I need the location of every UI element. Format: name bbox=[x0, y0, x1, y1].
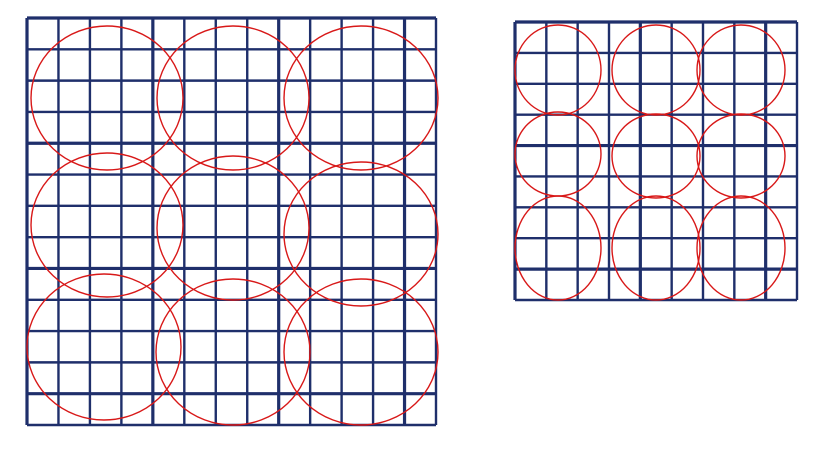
red-circle bbox=[283, 161, 439, 307]
red-circle bbox=[696, 195, 786, 301]
red-circle bbox=[156, 155, 310, 301]
red-circle bbox=[30, 152, 184, 298]
red-circle bbox=[611, 195, 701, 301]
red-circle bbox=[514, 195, 602, 301]
small-grid-panel bbox=[513, 20, 799, 302]
red-circle bbox=[26, 273, 182, 421]
red-circle bbox=[514, 24, 602, 116]
red-circle bbox=[283, 25, 439, 171]
red-circle bbox=[155, 278, 311, 426]
red-circle bbox=[611, 24, 701, 116]
red-circle bbox=[696, 113, 786, 199]
red-circle bbox=[514, 111, 602, 197]
red-circle bbox=[611, 113, 701, 199]
large-grid-panel bbox=[25, 16, 439, 427]
red-circle bbox=[283, 278, 439, 426]
red-circle bbox=[156, 25, 310, 171]
red-circle bbox=[696, 24, 786, 116]
red-circle bbox=[30, 25, 184, 171]
